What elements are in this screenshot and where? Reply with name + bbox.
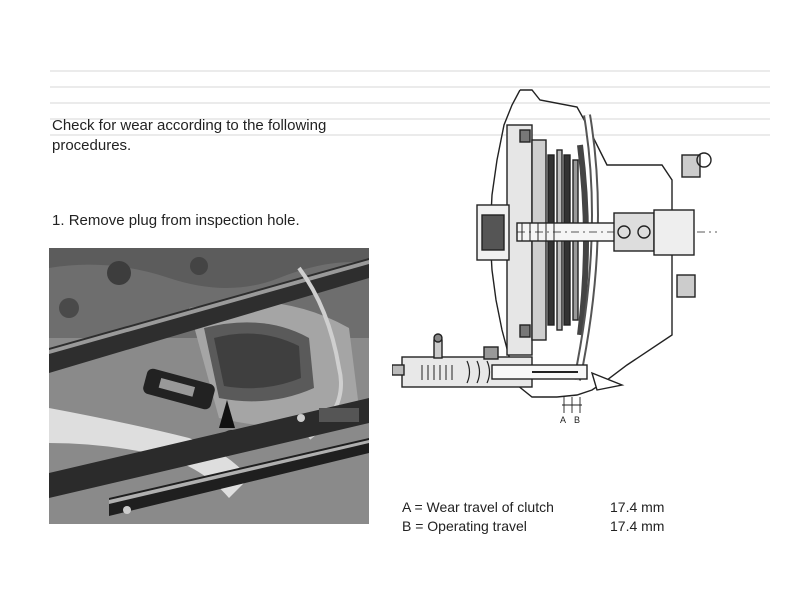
dimension-label-b: B bbox=[574, 415, 580, 425]
intro-paragraph: Check for wear according to the followin… bbox=[52, 117, 327, 154]
legend-value-b: 17.4 mm bbox=[610, 518, 665, 534]
legend-row-a: A = Wear travel of clutch 17.4 mm bbox=[402, 498, 702, 517]
step-text: Remove plug from inspection hole. bbox=[68, 212, 300, 229]
photo-illustration bbox=[49, 248, 369, 524]
legend-label-b: B = Operating travel bbox=[402, 518, 527, 534]
step-number: 1. bbox=[52, 212, 65, 229]
legend-label-a: A = Wear travel of clutch bbox=[402, 499, 554, 515]
measurement-legend: A = Wear travel of clutch 17.4 mm B = Op… bbox=[402, 498, 702, 536]
clutch-cross-section-diagram: A B bbox=[392, 85, 722, 430]
clutch-drawing: A B bbox=[392, 89, 717, 425]
step-instruction: 1. Remove plug from inspection hole. bbox=[52, 211, 372, 231]
legend-value-a: 17.4 mm bbox=[610, 499, 665, 515]
dimension-label-a: A bbox=[560, 415, 566, 425]
legend-row-b: B = Operating travel 17.4 mm bbox=[402, 517, 702, 536]
inspection-hole-photo bbox=[49, 248, 369, 524]
